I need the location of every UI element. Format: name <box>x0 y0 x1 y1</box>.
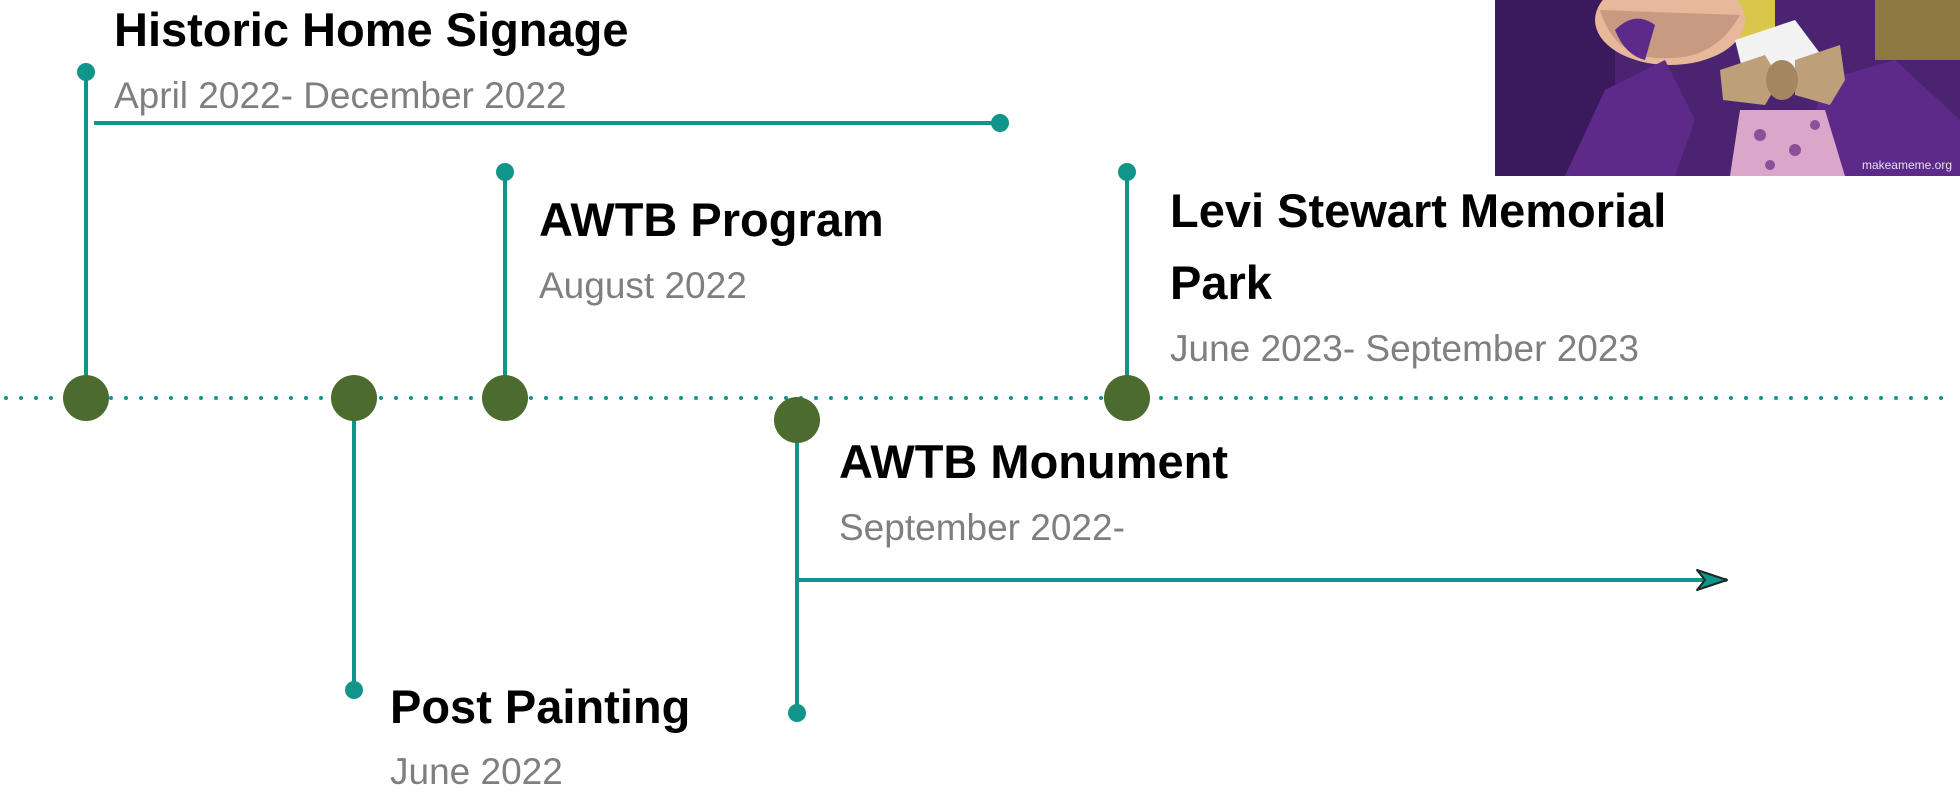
event-date-awtb-program: August 2022 <box>539 265 747 306</box>
stem-end-dot <box>77 63 95 81</box>
stem-end-dot <box>1118 163 1136 181</box>
event-title-post-painting: Post Painting <box>390 680 691 733</box>
timeline-node-historic-home-signage <box>63 375 109 421</box>
event-date-levi-stewart-memorial-park: June 2023- September 2023 <box>1170 328 1640 369</box>
timeline-node-awtb-program <box>482 375 528 421</box>
event-title-awtb-program: AWTB Program <box>539 193 884 246</box>
event-title-levi-stewart-line-2: Park <box>1170 256 1272 309</box>
timeline-node-post-painting <box>331 375 377 421</box>
timeline-node-levi-stewart-memorial-park <box>1104 375 1150 421</box>
meme-photo: makeameme.org <box>1495 0 1960 176</box>
event-title-historic-home-signage: Historic Home Signage <box>114 3 629 56</box>
timeline-node-awtb-monument <box>774 397 820 443</box>
stem-end-dot <box>345 681 363 699</box>
event-date-historic-home-signage: April 2022- December 2022 <box>114 75 567 116</box>
event-date-post-painting: June 2022 <box>390 751 563 792</box>
event-title-levi-stewart-line-1: Levi Stewart Memorial <box>1170 184 1667 237</box>
stem-end-dot <box>788 704 806 722</box>
duration-end-dot <box>991 114 1009 132</box>
watermark: makeameme.org <box>1861 158 1952 172</box>
stem-end-dot <box>496 163 514 181</box>
event-date-awtb-monument: September 2022- <box>839 507 1125 548</box>
event-title-awtb-monument: AWTB Monument <box>839 435 1228 488</box>
